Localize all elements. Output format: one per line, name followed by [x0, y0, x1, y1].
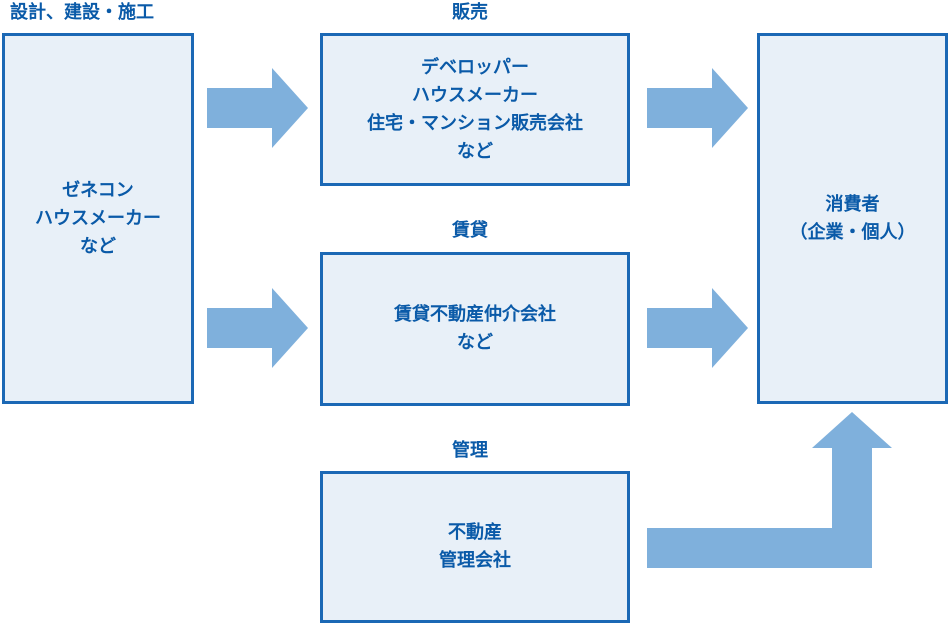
box-line: 管理会社: [439, 550, 511, 571]
arrow-rental-to-consumers: [647, 288, 748, 368]
box-line: デベロッパー: [421, 56, 529, 78]
header-sales: 販売: [452, 2, 488, 23]
arrow-contractor-to-rental: [207, 288, 308, 368]
box-line: ゼネコン: [62, 179, 134, 201]
box-line: など: [457, 140, 493, 162]
box-line: など: [457, 332, 493, 353]
box-line: ハウスメーカー: [412, 84, 538, 106]
header-rental: 賃貸: [452, 220, 488, 241]
box-line: 消費者: [825, 193, 880, 215]
arrow-contractor-to-sales: [207, 68, 308, 148]
box-line: 住宅・マンション販売会社: [367, 112, 583, 134]
box-line: ハウスメーカー: [35, 207, 161, 229]
box-line: など: [80, 235, 116, 257]
header-management: 管理: [452, 440, 488, 461]
box-rental-agencies: 賃貸不動産仲介会社 など: [320, 252, 630, 406]
arrow-sales-to-consumers: [647, 68, 748, 148]
box-line: （企業・個人）: [789, 221, 916, 243]
box-sales-companies: デベロッパー ハウスメーカー 住宅・マンション販売会社 など: [320, 33, 630, 186]
header-design-build: 設計、建設・施工: [10, 2, 154, 23]
box-consumers: 消費者 （企業・個人）: [757, 33, 948, 404]
box-line: 賃貸不動産仲介会社: [394, 304, 556, 325]
box-management-companies: 不動産 管理会社: [320, 471, 630, 623]
arrow-management-to-consumers: [647, 412, 892, 568]
box-line: 不動産: [448, 522, 502, 543]
box-general-contractor: ゼネコン ハウスメーカー など: [2, 33, 194, 404]
